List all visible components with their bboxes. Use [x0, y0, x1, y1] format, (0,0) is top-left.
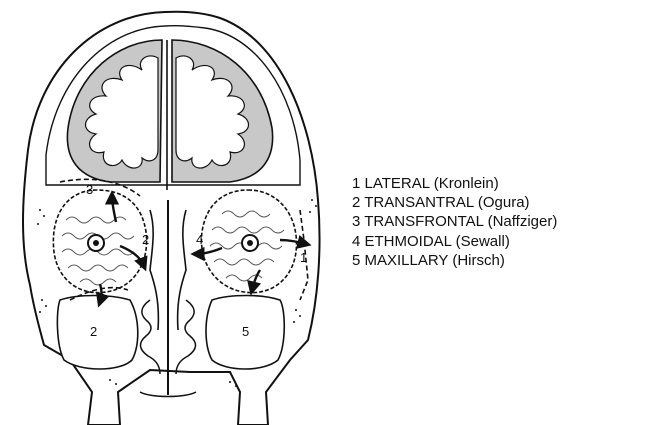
region-label-4: 4: [196, 232, 203, 247]
region-label-2-lower: 2: [90, 324, 97, 339]
region-label-2-upper: 2: [142, 232, 149, 247]
legend-item-transantral: 2 TRANSANTRAL (Ogura): [352, 193, 557, 212]
region-label-5: 5: [242, 324, 249, 339]
legend-item-ethmoidal: 4 ETHMOIDAL (Sewall): [352, 232, 557, 251]
region-label-1: 1: [300, 250, 307, 265]
legend-item-maxillary: 5 MAXILLARY (Hirsch): [352, 251, 557, 270]
region-label-3: 3: [86, 182, 93, 197]
left-maxillary-sinus: [57, 296, 137, 370]
approaches-legend: 1 LATERAL (Kronlein) 2 TRANSANTRAL (Ogur…: [352, 174, 557, 270]
legend-item-lateral: 1 LATERAL (Kronlein): [352, 174, 557, 193]
legend-item-transfrontal: 3 TRANSFRONTAL (Naffziger): [352, 212, 557, 231]
